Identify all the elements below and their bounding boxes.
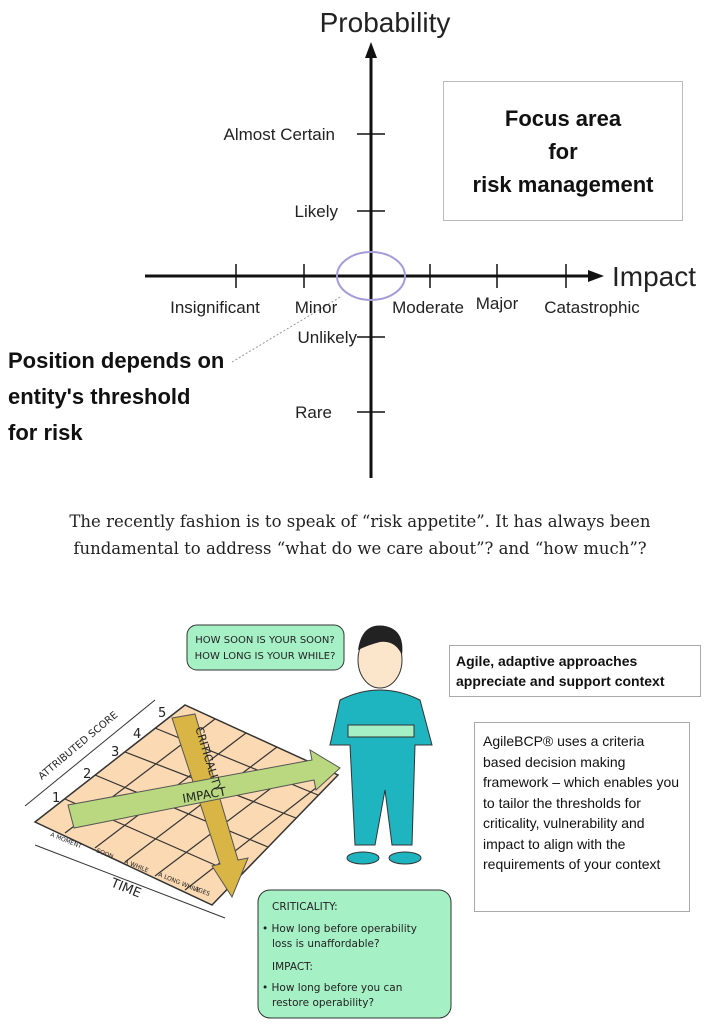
- focus-area-box: Focus area for risk management: [443, 81, 683, 221]
- impact-insignificant: Insignificant: [170, 298, 260, 317]
- criticality-arrow: [171, 713, 249, 899]
- criticality-impact-note: [257, 889, 452, 1019]
- note-line-3: for risk: [8, 420, 83, 445]
- score-5: 5: [158, 706, 166, 721]
- threshold-ellipse: [336, 251, 406, 301]
- note-impact-line1: • How long before you can: [262, 982, 402, 994]
- note-line-1: Position depends on: [8, 348, 225, 373]
- note-leader-line: [231, 295, 343, 363]
- body-paragraph: The recently fashion is to speak of “ris…: [20, 508, 700, 562]
- note-criticality-line1: • How long before operability: [262, 923, 417, 935]
- agile-callout: Agile, adaptive approaches appreciate an…: [449, 645, 701, 697]
- criticality-impact-illustration: IMPACT CRITICALITY ATTRIBUTED SCORE 1 2 …: [24, 624, 452, 1019]
- time-axis-label: TIME: [108, 875, 143, 901]
- person-figure: [329, 625, 433, 865]
- impact-major: Major: [476, 294, 519, 313]
- prob-rare: Rare: [295, 403, 332, 422]
- time-axis-line: [34, 844, 226, 919]
- focus-line-1: Focus area: [504, 105, 622, 131]
- score-2: 2: [83, 767, 91, 782]
- score-axis-line: [24, 699, 156, 807]
- note-impact-title: IMPACT:: [272, 961, 313, 973]
- prob-likely: Likely: [295, 202, 339, 221]
- paragraph-line-1: The recently fashion is to speak of “ris…: [69, 512, 651, 531]
- agilebcp-callout: AgileBCP® uses a criteria based decision…: [474, 722, 690, 912]
- y-axis-label: Probability: [320, 7, 451, 38]
- note-criticality-line2: loss is unaffordable?: [272, 938, 380, 950]
- score-4: 4: [133, 727, 141, 742]
- impact-arrow: [67, 748, 341, 829]
- prob-almost-certain: Almost Certain: [224, 125, 335, 144]
- prob-unlikely: Unlikely: [297, 328, 357, 347]
- speech-bubble: [186, 624, 345, 671]
- axis-ticks: [235, 133, 567, 413]
- impact-minor: Minor: [295, 298, 338, 317]
- note-criticality-title: CRITICALITY:: [272, 901, 338, 913]
- focus-line-3: risk management: [472, 171, 654, 197]
- speech-line-2: HOW LONG IS YOUR WHILE?: [195, 651, 336, 662]
- position-note: Position depends on entity's threshold f…: [8, 343, 224, 451]
- score-3: 3: [111, 745, 119, 760]
- note-line-2: entity's threshold: [8, 384, 191, 409]
- impact-arrowhead: [588, 270, 604, 282]
- impact-catastrophic: Catastrophic: [544, 298, 640, 317]
- score-1: 1: [52, 791, 60, 806]
- focus-line-2: for: [548, 138, 578, 164]
- note-impact-line2: restore operability?: [272, 997, 374, 1009]
- probability-arrowhead: [365, 42, 377, 58]
- x-axis-label: Impact: [612, 261, 696, 292]
- speech-line-1: HOW SOON IS YOUR SOON?: [195, 635, 334, 646]
- paragraph-line-2: fundamental to address “what do we care …: [73, 539, 647, 558]
- impact-moderate: Moderate: [392, 298, 464, 317]
